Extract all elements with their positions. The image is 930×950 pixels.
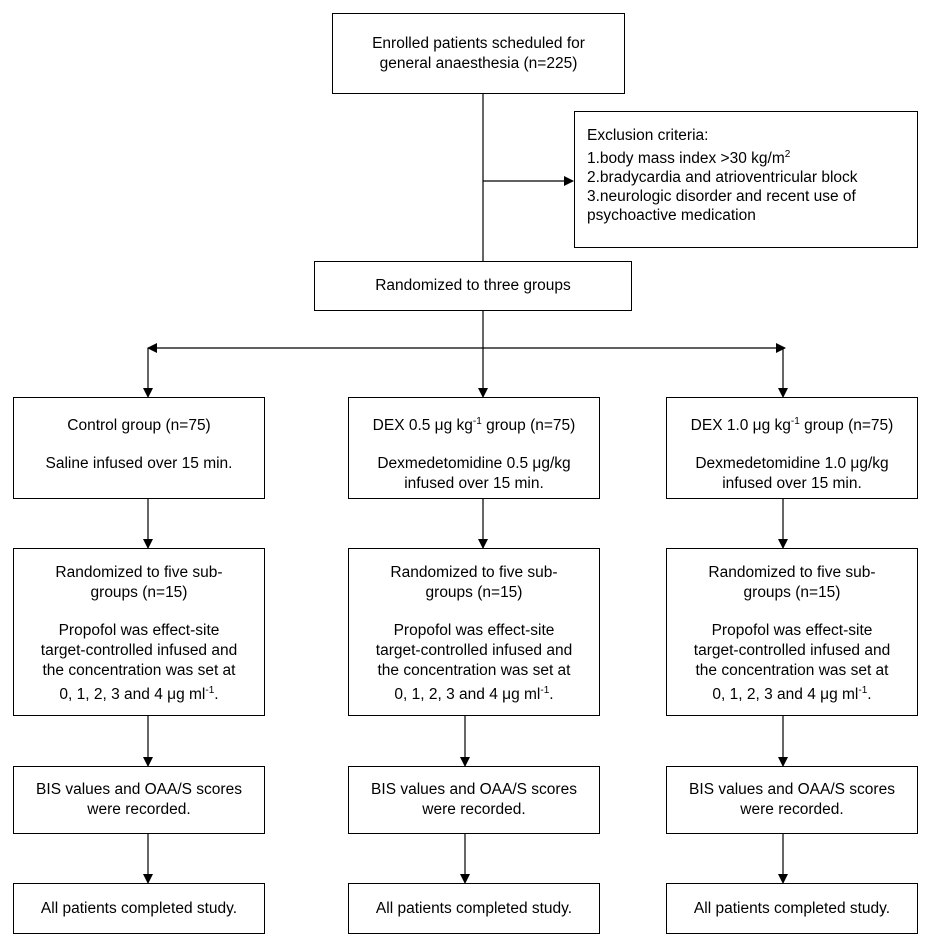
bis-line-1: BIS values and OAA/S scores xyxy=(36,781,242,798)
infusion-line-1: Dexmedetomidine 0.5 μg/kg xyxy=(377,455,571,473)
dex05-group-box: DEX 0.5 μg kg-1 group (n=75) Dexmedetomi… xyxy=(348,397,600,499)
control-bis-box: BIS values and OAA/S scores were recorde… xyxy=(13,766,265,834)
control-subgroups-box: Randomized to five sub- groups (n=15) Pr… xyxy=(13,548,265,716)
propofol-line-4: 0, 1, 2, 3 and 4 μg ml-1. xyxy=(59,685,219,704)
dex10-bis-box: BIS values and OAA/S scores were recorde… xyxy=(666,766,918,834)
dex10-group-box: DEX 1.0 μg kg-1 group (n=75) Dexmedetomi… xyxy=(666,397,918,499)
propofol-line-2: target-controlled infused and xyxy=(40,642,238,659)
subgroup-line-1: Randomized to five sub- xyxy=(55,564,223,581)
enrolled-box: Enrolled patients scheduled for general … xyxy=(332,13,625,94)
infusion-line-2: infused over 15 min. xyxy=(722,475,862,493)
dex10-completed-box: All patients completed study. xyxy=(666,883,918,934)
exclusion-item-2: 2.bradycardia and atrioventricular block xyxy=(587,169,858,187)
control-completed-box: All patients completed study. xyxy=(13,883,265,934)
propofol-line-4: 0, 1, 2, 3 and 4 μg ml-1. xyxy=(712,685,872,704)
exclusion-criteria-box: Exclusion criteria: 1.body mass index >3… xyxy=(574,111,918,248)
subgroup-line-2: groups (n=15) xyxy=(743,584,841,601)
propofol-line-2: target-controlled infused and xyxy=(693,642,891,659)
bis-line-2: were recorded. xyxy=(740,801,844,818)
infusion-line-2: infused over 15 min. xyxy=(404,475,544,493)
infusion-line-1: Saline infused over 15 min. xyxy=(45,455,233,473)
control-group-box: Control group (n=75) Saline infused over… xyxy=(13,397,265,499)
group-title: Control group (n=75) xyxy=(67,417,211,435)
bis-line-2: were recorded. xyxy=(87,801,191,818)
propofol-line-1: Propofol was effect-site xyxy=(393,622,555,639)
exclusion-item-3-line-2: psychoactive medication xyxy=(587,207,756,225)
exclusion-title: Exclusion criteria: xyxy=(587,127,709,144)
enrolled-line-2: general anaesthesia (n=225) xyxy=(379,54,578,72)
group-title: DEX 1.0 μg kg-1 group (n=75) xyxy=(690,416,894,435)
group-title: DEX 0.5 μg kg-1 group (n=75) xyxy=(372,416,576,435)
completed-label: All patients completed study. xyxy=(693,899,891,917)
exclusion-item-1: 1.body mass index >30 kg/m2 xyxy=(587,149,791,168)
randomized-box: Randomized to three groups xyxy=(314,261,632,311)
dex05-subgroups-box: Randomized to five sub- groups (n=15) Pr… xyxy=(348,548,600,716)
dex10-subgroups-box: Randomized to five sub- groups (n=15) Pr… xyxy=(666,548,918,716)
propofol-line-4: 0, 1, 2, 3 and 4 μg ml-1. xyxy=(394,685,554,704)
subgroup-line-2: groups (n=15) xyxy=(90,584,188,601)
bis-line-1: BIS values and OAA/S scores xyxy=(371,781,577,798)
infusion-line-1: Dexmedetomidine 1.0 μg/kg xyxy=(695,455,889,473)
subgroup-line-1: Randomized to five sub- xyxy=(708,564,876,581)
propofol-line-2: target-controlled infused and xyxy=(375,642,573,659)
enrolled-line-1: Enrolled patients scheduled for xyxy=(372,34,585,52)
propofol-line-3: the concentration was set at xyxy=(377,662,571,679)
bis-line-1: BIS values and OAA/S scores xyxy=(689,781,895,798)
subgroup-line-1: Randomized to five sub- xyxy=(390,564,558,581)
bis-line-2: were recorded. xyxy=(422,801,526,818)
completed-label: All patients completed study. xyxy=(375,899,573,917)
propofol-line-3: the concentration was set at xyxy=(42,662,236,679)
dex05-completed-box: All patients completed study. xyxy=(348,883,600,934)
randomized-label: Randomized to three groups xyxy=(375,277,571,294)
subgroup-line-2: groups (n=15) xyxy=(425,584,523,601)
propofol-line-1: Propofol was effect-site xyxy=(58,622,220,639)
completed-label: All patients completed study. xyxy=(40,899,238,917)
propofol-line-1: Propofol was effect-site xyxy=(711,622,873,639)
propofol-line-3: the concentration was set at xyxy=(695,662,889,679)
dex05-bis-box: BIS values and OAA/S scores were recorde… xyxy=(348,766,600,834)
exclusion-item-3-line-1: 3.neurologic disorder and recent use of xyxy=(587,188,856,206)
